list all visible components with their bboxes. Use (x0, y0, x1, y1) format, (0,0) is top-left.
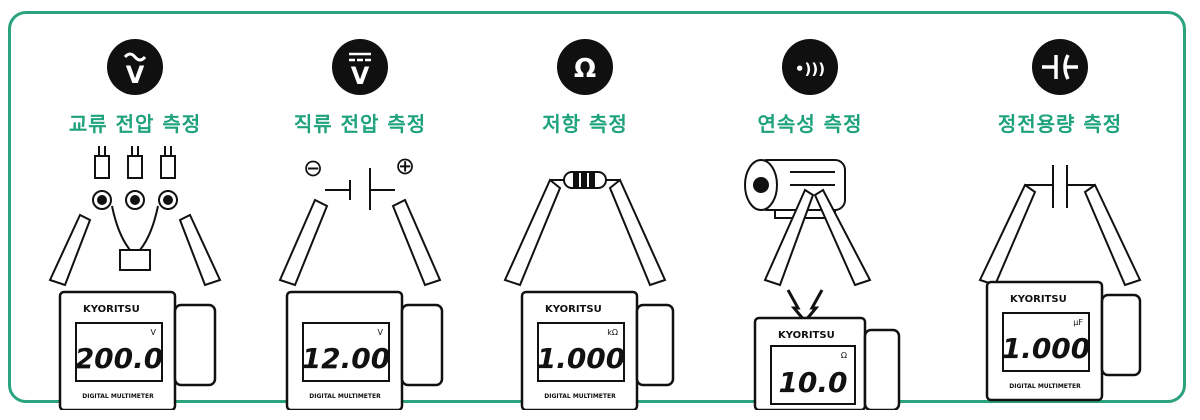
multimeter: KYORITSU 10.0 Ω (753, 316, 901, 410)
panel-resistance: Ω 저항 측정 KYORITSU 1.000 kΩ DIGITAL MULTIM… (470, 0, 700, 420)
lcd-unit: μF (1073, 318, 1083, 327)
lcd-unit: kΩ (607, 328, 618, 337)
panel-title-capacitance: 정전용량 측정 (997, 112, 1123, 136)
lcd-unit: V (151, 328, 157, 337)
multimeter: KYORITSU 1.000 μF DIGITAL MULTIMETER (985, 280, 1142, 402)
ac-outlet-illustration: KYORITSU 200.0 V DIGITAL MULTIMETER (48, 146, 222, 410)
panel-title-dc-voltage: 직류 전압 측정 (293, 112, 427, 136)
plus-symbol: ⊕ (395, 152, 415, 180)
lcd-unit: V (378, 328, 384, 337)
multimeter: KYORITSU 1.000 kΩ DIGITAL MULTIMETER (520, 290, 675, 410)
brand-label: KYORITSU (1010, 294, 1067, 305)
panel-continuity: •))) 연속성 측정 KYORITSU 10.0 Ω (695, 0, 925, 420)
multimeter: KYORITSU 200.0 V DIGITAL MULTIMETER (58, 290, 217, 410)
panel-capacitance: 정전용량 측정 KYORITSU 1.000 μF DIGITAL MULTIM… (945, 0, 1175, 420)
lcd-unit: Ω (841, 351, 847, 360)
meter-footer-label: DIGITAL MULTIMETER (309, 393, 381, 400)
panel-title-resistance: 저항 측정 (542, 112, 628, 136)
dc-voltage-glyph: V (351, 62, 370, 90)
meter-footer-label: DIGITAL MULTIMETER (544, 393, 616, 400)
panel-title-ac-voltage: 교류 전압 측정 (68, 112, 202, 136)
dc-voltage-icon: V (332, 39, 388, 95)
continuity-icon: •))) (782, 39, 838, 95)
ohm-icon: Ω (557, 39, 613, 95)
meter-footer-label: DIGITAL MULTIMETER (1009, 383, 1081, 390)
multimeter: 12.00 V DIGITAL MULTIMETER (285, 290, 444, 410)
ohm-glyph: Ω (574, 54, 596, 84)
brand-label: KYORITSU (83, 304, 140, 315)
panel-ac-voltage: V 교류 전압 측정 KYORITSU 200.0 V DIGITAL MULT… (20, 0, 250, 420)
minus-symbol: ⊖ (303, 154, 323, 182)
panel-title-continuity: 연속성 측정 (757, 112, 863, 136)
ac-voltage-icon: V (107, 39, 163, 95)
capacitance-icon (1032, 39, 1088, 95)
lcd-reading: 10.0 (778, 366, 847, 399)
motor-illustration: KYORITSU 10.0 Ω (744, 159, 901, 410)
brand-label: KYORITSU (545, 304, 602, 315)
ac-voltage-glyph: V (126, 61, 145, 89)
panel-dc-voltage: V 직류 전압 측정 ⊖ ⊕ 12.00 V DIGITAL MULTIMETE… (245, 0, 475, 420)
lcd-reading: 1.000 (537, 342, 626, 375)
brand-label: KYORITSU (778, 330, 835, 341)
continuity-glyph: •))) (795, 60, 825, 78)
dc-battery-illustration: ⊖ ⊕ 12.00 V DIGITAL MULTIMETER (278, 152, 444, 410)
meter-footer-label: DIGITAL MULTIMETER (82, 393, 154, 400)
resistor-illustration: KYORITSU 1.000 kΩ DIGITAL MULTIMETER (503, 171, 675, 410)
lcd-reading: 12.00 (302, 342, 391, 375)
lcd-reading: 1.000 (1002, 332, 1091, 365)
capacitor-illustration: KYORITSU 1.000 μF DIGITAL MULTIMETER (978, 165, 1142, 402)
lcd-reading: 200.0 (75, 342, 164, 375)
